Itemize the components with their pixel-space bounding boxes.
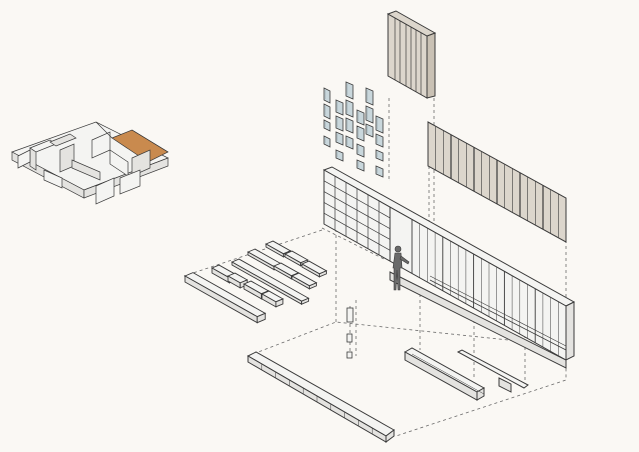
long-bench bbox=[246, 351, 395, 443]
mini-floor-plan bbox=[11, 121, 169, 205]
shelving-grid bbox=[323, 176, 391, 262]
slatted-wall-panel bbox=[427, 121, 567, 243]
top-panel-slats bbox=[394, 18, 422, 95]
small-floating-pieces bbox=[346, 307, 354, 359]
left-plank-group bbox=[183, 240, 328, 324]
top-wall-panel bbox=[386, 10, 437, 99]
slatted-panel-slats bbox=[435, 126, 559, 238]
wall-end-cap bbox=[565, 301, 575, 361]
wall-base bbox=[389, 271, 567, 369]
top-panel-side bbox=[426, 32, 436, 99]
person-silhouette-icon bbox=[392, 245, 410, 291]
top-panel-top bbox=[386, 10, 437, 37]
shelving-wall-assembly bbox=[322, 166, 576, 369]
wall-ledge bbox=[429, 279, 567, 351]
glass-tile-cluster bbox=[323, 81, 384, 178]
right-bench bbox=[403, 347, 529, 401]
